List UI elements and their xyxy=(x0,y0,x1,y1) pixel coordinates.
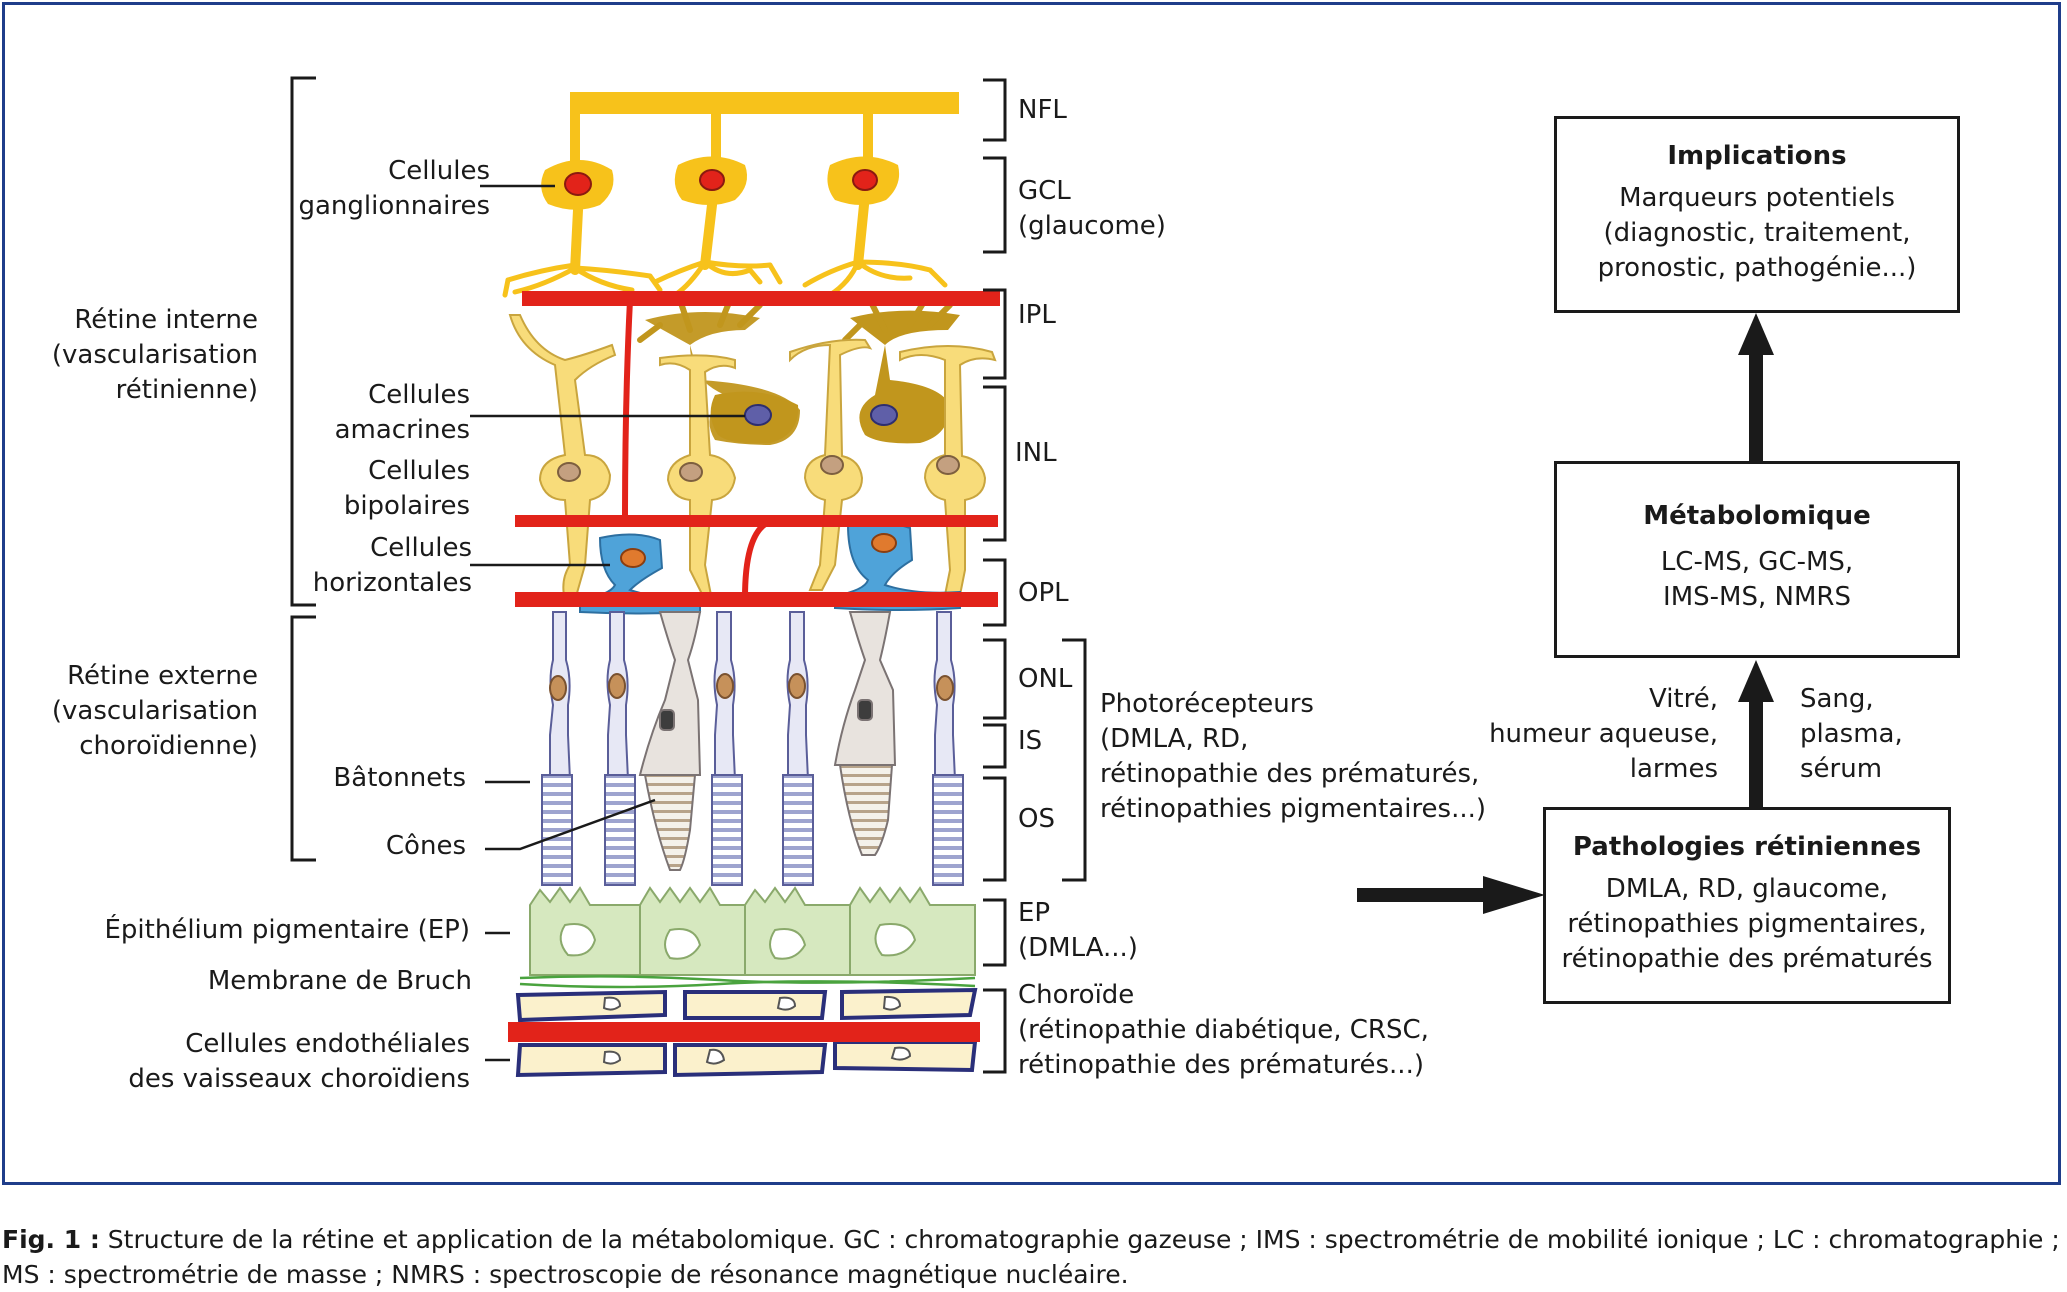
label-ocular-fluids: Vitré,humeur aqueuse,larmes xyxy=(1489,684,1718,784)
label-nfl: NFL xyxy=(1018,95,1067,125)
label-choroid: Choroïde(rétinopathie diabétique, CRSC,r… xyxy=(1018,980,1429,1080)
label-is: IS xyxy=(1018,726,1043,756)
box-metabolomics-title: Métabolomique xyxy=(1643,501,1871,531)
box-pathologies-title: Pathologies rétiniennes xyxy=(1572,832,1922,862)
label-gcl: GCL(glaucome) xyxy=(1018,176,1166,241)
label-rpe: Épithélium pigmentaire (EP) xyxy=(104,915,471,945)
leader-lines xyxy=(470,184,745,1062)
left-brackets xyxy=(290,76,316,862)
retina-diagram xyxy=(290,76,1774,1078)
box-implications: Implications Marqueurs potentiels(diagno… xyxy=(1554,116,1960,313)
box-implications-title: Implications xyxy=(1667,141,1847,171)
label-ep: EP(DMLA...) xyxy=(1018,898,1138,963)
cones xyxy=(638,611,897,871)
box-implications-body: Marqueurs potentiels(diagnostic, traitem… xyxy=(1597,183,1917,283)
choroid xyxy=(508,987,980,1078)
box-pathologies-body: DMLA, RD, glaucome,rétinopathies pigment… xyxy=(1561,874,1933,974)
rpe-cells xyxy=(529,886,976,976)
label-ipl: IPL xyxy=(1018,300,1056,330)
figure-caption: Fig. 1 : Structure de la rétine et appli… xyxy=(2,1222,2062,1292)
box-pathologies: Pathologies rétiniennes DMLA, RD, glauco… xyxy=(1543,807,1951,1004)
rods xyxy=(541,611,964,886)
amacrine-cells xyxy=(637,297,960,445)
box-metabolomics-body: LC-MS, GC-MS,IMS-MS, NMRS xyxy=(1660,547,1854,612)
layer-brackets xyxy=(983,78,1087,1074)
flow-arrows xyxy=(1357,313,1774,914)
label-os: OS xyxy=(1018,804,1055,834)
label-onl: ONL xyxy=(1018,664,1073,694)
photoreceptors xyxy=(541,611,964,886)
label-bruch-membrane: Membrane de Bruch xyxy=(207,966,472,996)
caption-text: Structure de la rétine et application de… xyxy=(2,1225,2060,1289)
ganglion-cells xyxy=(502,92,959,298)
box-metabolomics: Métabolomique LC-MS, GC-MS,IMS-MS, NMRS xyxy=(1554,461,1960,658)
label-cones: Cônes xyxy=(385,831,466,861)
caption-label: Fig. 1 : xyxy=(2,1225,100,1254)
bipolar-cells xyxy=(508,314,997,601)
label-rods: Bâtonnets xyxy=(333,763,466,793)
label-inl: INL xyxy=(1015,438,1057,468)
retinal-vessels xyxy=(515,291,1000,607)
bruch-membrane xyxy=(519,975,976,989)
label-opl: OPL xyxy=(1018,578,1069,608)
label-blood-samples: Sang,plasma,sérum xyxy=(1800,684,1903,784)
choroidal-vessel xyxy=(508,1022,980,1042)
label-photoreceptors: Photorécepteurs(DMLA, RD,rétinopathie de… xyxy=(1100,689,1487,824)
